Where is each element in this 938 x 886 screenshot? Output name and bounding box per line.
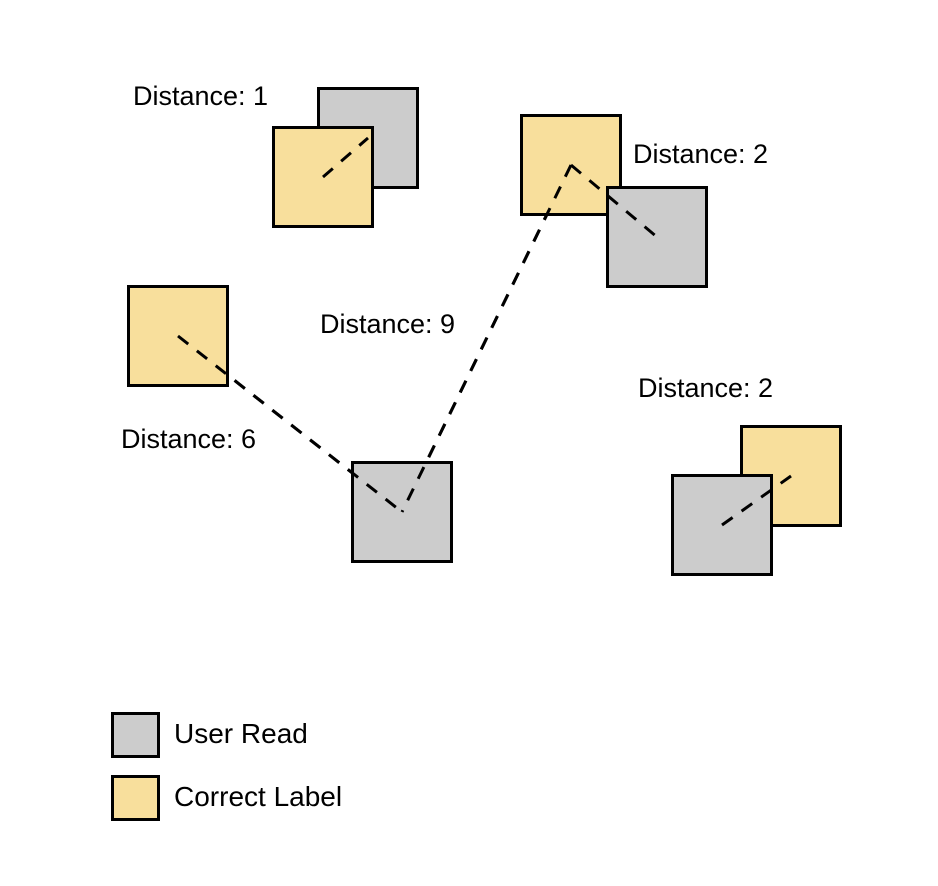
legend-label-user-read: User Read <box>174 718 308 749</box>
distance-label: Distance: 9 <box>320 309 456 339</box>
correct-label-square[interactable] <box>272 126 374 228</box>
correct-label-square[interactable] <box>127 285 229 387</box>
distance-label: Distance: 1 <box>133 81 269 111</box>
legend-label-correct-label: Correct Label <box>174 781 343 812</box>
user-read-square[interactable] <box>606 186 708 288</box>
legend-swatch-correct-label <box>111 775 160 821</box>
legend-swatch-user-read <box>111 712 160 758</box>
user-read-square[interactable] <box>671 474 773 576</box>
distance-label: Distance: 2 <box>638 373 774 403</box>
distance-label: Distance: 6 <box>121 424 257 454</box>
user-read-square[interactable] <box>351 461 453 563</box>
distance-label: Distance: 2 <box>633 139 769 169</box>
